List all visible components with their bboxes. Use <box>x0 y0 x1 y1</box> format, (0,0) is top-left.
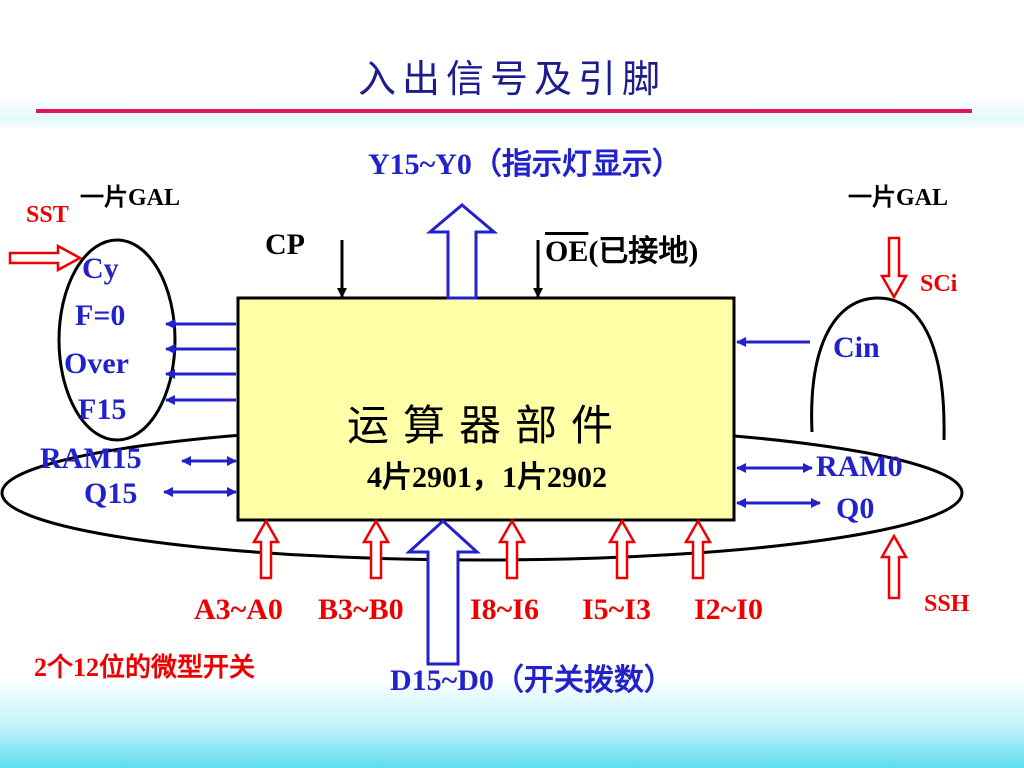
b-input-arrow <box>361 518 391 580</box>
ssh-label: SSH <box>924 591 970 617</box>
ram15-label: RAM15 <box>40 442 142 475</box>
ssh-hollow-arrow <box>879 533 909 600</box>
alu-block-subtitle: 4片2901，1片2902 <box>367 461 607 494</box>
footer-gradient <box>0 678 1024 768</box>
alu-block <box>236 296 736 522</box>
cp-label: CP <box>265 228 305 261</box>
left-gal-ellipse <box>57 238 177 442</box>
a-input-arrow <box>251 518 281 580</box>
right-gal-label: 一片GAL <box>848 185 949 211</box>
alu-block-title: 运算器部件 <box>346 401 627 450</box>
right-gal-ellipse <box>810 296 946 441</box>
sst-hollow-arrow <box>8 243 83 273</box>
q0-label: Q0 <box>836 492 875 525</box>
i53-input-label: I5~I3 <box>582 593 651 626</box>
sst-label: SST <box>26 202 69 228</box>
i20-input-arrow <box>683 518 713 580</box>
i86-input-arrow <box>497 518 527 580</box>
f0-label: F=0 <box>75 299 126 332</box>
cin-label: Cin <box>833 331 880 364</box>
output-label: Y15~Y0（指示灯显示） <box>368 148 682 181</box>
i53-input-arrow <box>607 518 637 580</box>
i86-input-label: I8~I6 <box>470 593 539 626</box>
left-gal-label: 一片GAL <box>80 185 181 211</box>
title-underline <box>36 109 972 113</box>
sci-hollow-arrow <box>879 236 909 300</box>
over-label: Over <box>64 347 129 380</box>
data-input-label: D15~D0（开关拨数） <box>390 664 674 697</box>
sci-label: SCi <box>920 271 958 297</box>
output-hollow-arrow <box>425 203 499 300</box>
data-input-hollow-arrow <box>405 518 481 666</box>
ram0-label: RAM0 <box>816 450 903 483</box>
b-input-label: B3~B0 <box>318 593 404 626</box>
microswitch-note: 2个12位的微型开关 <box>34 653 256 682</box>
i20-input-label: I2~I0 <box>694 593 763 626</box>
slide-title: 入出信号及引脚 <box>357 57 666 101</box>
a-input-label: A3~A0 <box>194 593 283 626</box>
oe-label-group: OE(已接地) <box>545 237 698 267</box>
q15-label: Q15 <box>84 477 138 510</box>
cy-label: Cy <box>82 252 119 285</box>
title-background <box>0 0 1024 130</box>
f15-label: F15 <box>78 393 127 426</box>
oe-label: OE <box>545 235 589 268</box>
oe-note: (已接地) <box>588 235 699 268</box>
